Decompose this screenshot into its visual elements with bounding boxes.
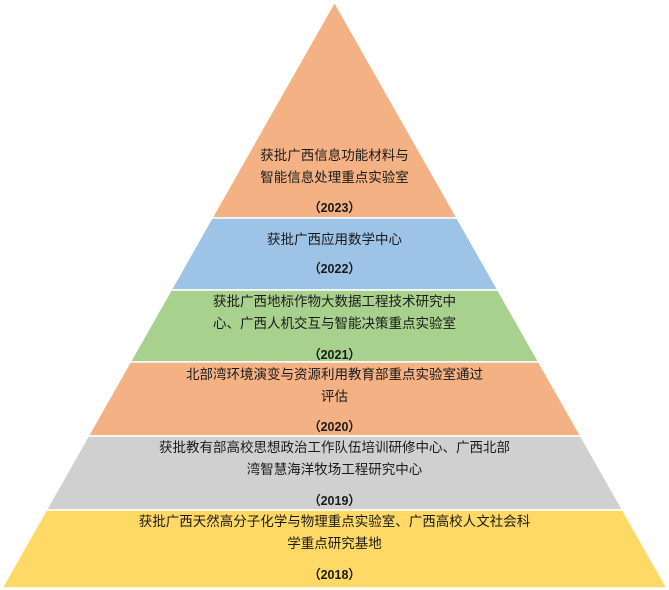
tier-2021-line-2: 心、广西人机交互与智能决策重点实验室 [213, 316, 456, 332]
tier-2023-line-2: 智能信息处理重点实验室 [260, 170, 409, 186]
tier-2018-text: 获批广西天然高分子化学与物理重点实验室、广西高校人文社会科 学重点研究基地 （2… [0, 511, 669, 586]
tier-2022-line-1: 获批广西应用数学中心 [267, 232, 402, 248]
tier-2020-text: 北部湾环境演变与资源利用教育部重点实验室通过 评估 （2020） [0, 364, 669, 438]
tier-2018-line-2: 学重点研究基地 [287, 536, 382, 552]
tier-2020-year: （2020） [308, 420, 361, 434]
tier-2023-line-1: 获批广西信息功能材料与 [260, 148, 409, 164]
tier-2022-text: 获批广西应用数学中心 （2022） [0, 229, 669, 280]
tier-2019-text: 获批教有部高校思想政治工作队伍培训研修中心、广西北部 湾智慧海洋牧场工程研究中心… [0, 437, 669, 512]
tier-2020-line-1: 北部湾环境演变与资源利用教育部重点实验室通过 [186, 367, 483, 383]
tier-2018-line-1: 获批广西天然高分子化学与物理重点实验室、广西高校人文社会科 [138, 514, 531, 530]
tier-2022-year: （2022） [308, 262, 361, 276]
tier-2021-year: （2021） [308, 348, 361, 362]
tier-2021-text: 获批广西地标作物大数据工程技术研究中 心、广西人机交互与智能决策重点实验室 （2… [0, 291, 669, 366]
tier-2023-year: （2023） [308, 201, 361, 215]
tier-2023-text: 获批广西信息功能材料与 智能信息处理重点实验室 （2023） [0, 145, 669, 219]
tier-2019-line-2: 湾智慧海洋牧场工程研究中心 [246, 462, 423, 478]
tier-2019-year: （2019） [308, 494, 361, 508]
tier-2019-line-1: 获批教有部高校思想政治工作队伍培训研修中心、广西北部 [159, 440, 510, 456]
tier-2018-year: （2018） [308, 568, 361, 582]
tier-band-2018 [0, 509, 669, 589]
tier-2020-line-2: 评估 [321, 389, 348, 405]
tier-2021-line-1: 获批广西地标作物大数据工程技术研究中 [213, 294, 456, 310]
